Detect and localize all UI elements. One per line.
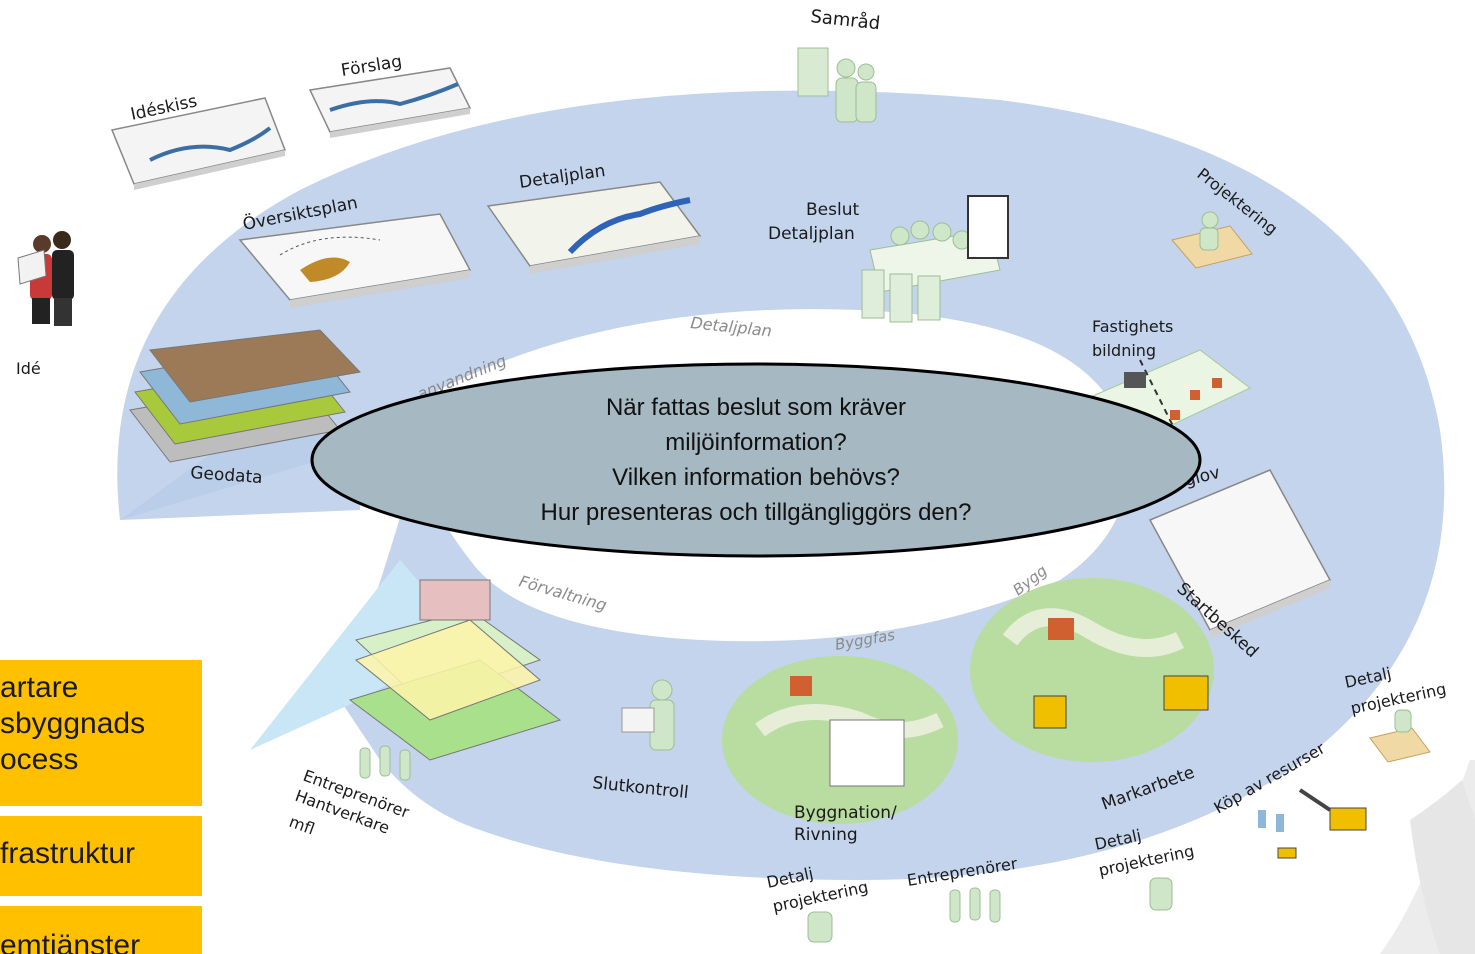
ide-people-icon [17,231,74,326]
sidebar-box-infrastruktur: frastruktur [0,816,202,896]
entreprenorer-people-icon [359,745,411,781]
question-line-2: miljöinformation? [665,429,847,456]
sidebar-box-process-line2: sbyggnads [0,707,146,740]
entreprenorer-label-line3: mfl [287,812,318,839]
byggnation-field-icon [722,656,958,824]
beslut-meeting-icon [861,195,1009,323]
samrad-label: Samråd [809,6,881,34]
oversiktsplan-map-icon [238,213,472,308]
question-ellipse [310,362,1202,558]
samrad-people-icon [797,47,877,123]
detalj-projektering-bottom2-person-icon [1149,877,1173,911]
byggnation-label-line2: Rivning [794,825,858,845]
geodata-layers-icon [129,329,362,463]
infrastructure-wedge [250,560,470,750]
markarbete-field-icon [970,578,1214,762]
question-line-1: När fattas beslut som kräver [605,394,907,421]
beslut-label-line1: Beslut [806,200,859,220]
bygglov-drawing-icon [1148,469,1332,638]
question-line-4: Hur presenteras och tillgängliggörs den? [540,499,972,526]
sidebar-box-infrastruktur-label: frastruktur [0,837,136,870]
ide-label: Idé [16,359,41,378]
entreprenorer-bottom-people-icon [949,887,1001,923]
sidebar-box-systemtjanster: emtjänster [0,906,202,954]
question-line-3: Vilken information behövs? [612,464,900,491]
forslag-map-icon [308,67,472,138]
background-swoosh-2 [1410,780,1475,954]
sidebar-box-process-line1: artare [0,671,79,704]
detaljplan-map-icon [486,181,702,274]
infrastruktur-layers-icon [348,579,562,761]
projektering-icon [1171,211,1253,269]
ideskiss-map-icon [110,97,287,190]
slutkontroll-person-icon [621,679,675,751]
detalj-projektering-right-icon [1369,709,1431,763]
fastighets-label-line1: Fastighets [1092,317,1173,336]
sidebar-box-process-line3: ocess [0,743,79,776]
sidebar-box-process: artare sbyggnads ocess [0,660,202,806]
fastighets-label-line2: bildning [1092,341,1156,360]
ring-tail [120,430,360,520]
byggnation-label-line1: Byggnation/ [794,803,897,823]
sidebar-box-systemtjanster-label: emtjänster [0,929,141,954]
kop-av-resurser-icon [1258,788,1367,859]
question-text: När fattas beslut som kräver miljöinform… [310,362,1202,558]
detalj-projektering-bottom-person-icon [807,911,833,943]
beslut-label-line2: Detaljplan [768,224,855,244]
